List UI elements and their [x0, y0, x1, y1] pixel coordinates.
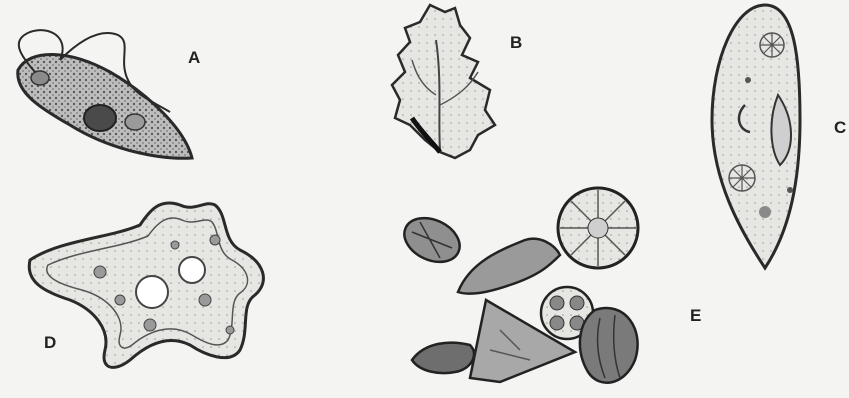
paramecium-icon	[712, 5, 800, 268]
label-e: E	[690, 306, 701, 326]
label-d: D	[44, 333, 56, 353]
label-c: C	[834, 118, 846, 138]
multicellular-alga-icon	[392, 5, 495, 158]
euglena-icon	[18, 30, 192, 158]
amoeba-icon	[29, 203, 263, 367]
label-a: A	[188, 48, 200, 68]
diatoms-plankton-icon	[397, 188, 638, 383]
label-b: B	[510, 33, 522, 53]
